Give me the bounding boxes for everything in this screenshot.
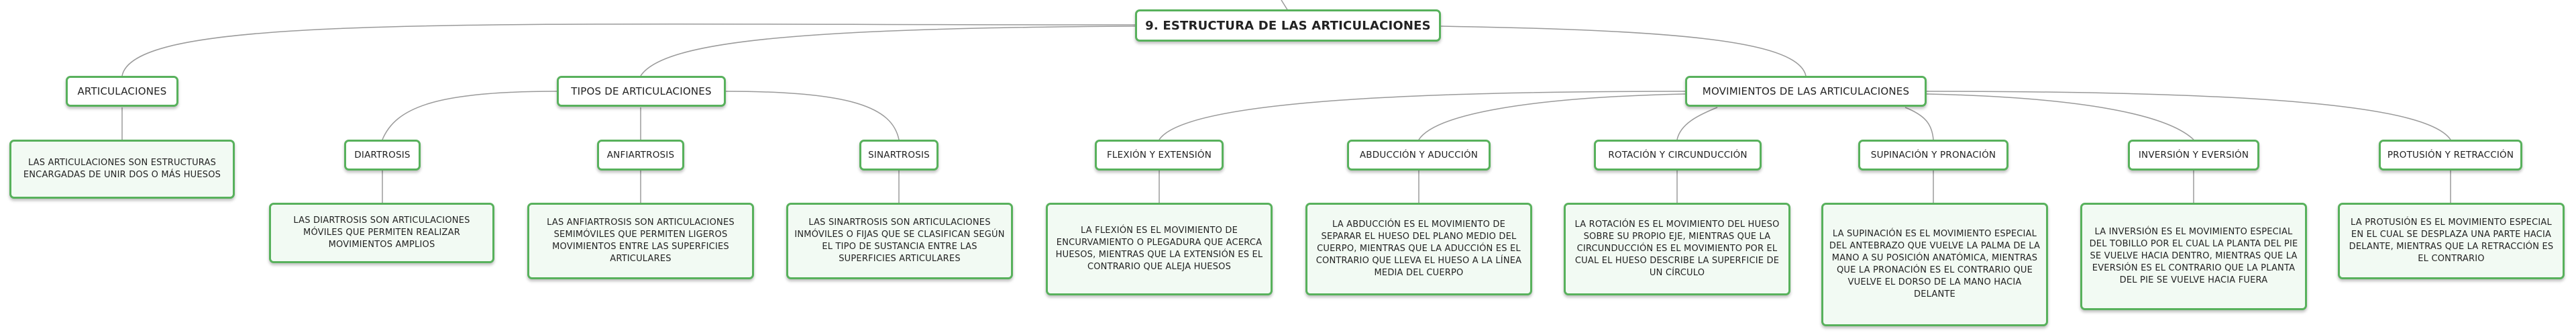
description-inversion-eversion: LA INVERSIÓN ES EL MOVIMIENTO ESPECIAL D… [2080,203,2307,310]
link-tipos-sinartrosis [725,91,900,140]
category-tipos[interactable]: TIPOS DE ARTICULACIONES [557,76,726,107]
link-root-tipos [640,26,1136,77]
link-mov-protusion [1926,91,2451,140]
description-articulaciones: LAS ARTICULACIONES SON ESTRUCTURAS ENCAR… [9,140,235,199]
description-rotacion-circunduccion: LA ROTACIÓN ES EL MOVIMIENTO DEL HUESO S… [1564,203,1790,295]
description-flexion-extension: LA FLEXIÓN ES EL MOVIMIENTO DE ENCURVAMI… [1046,203,1273,295]
link-tipos-diartrosis [382,91,557,140]
item-anfiartrosis[interactable]: ANFIARTROSIS [597,140,684,171]
category-articulaciones[interactable]: ARTICULACIONES [66,76,178,107]
item-flexion-extension[interactable]: FLEXIÓN Y EXTENSIÓN [1095,140,1224,171]
link-root-movimientos [1440,26,1807,77]
link-mov-inversion [1926,93,2194,140]
item-supinacion-pronacion[interactable]: SUPINACIÓN Y PRONACIÓN [1858,140,2008,171]
description-abduccion-aduccion: LA ABDUCCIÓN ES EL MOVIMIENTO DE SEPARAR… [1305,203,1532,295]
link-root-top [1281,0,1289,11]
item-sinartrosis[interactable]: SINARTROSIS [859,140,938,171]
item-protusion-retraccion[interactable]: PROTUSIÓN Y RETRACCIÓN [2379,140,2522,171]
item-abduccion-aduccion[interactable]: ABDUCCIÓN Y ADUCCIÓN [1347,140,1491,171]
item-inversion-eversion[interactable]: INVERSIÓN Y EVERSIÓN [2128,140,2259,171]
link-root-articulaciones [121,23,1136,77]
link-mov-abduccion [1418,93,1686,140]
description-sinartrosis: LAS SINARTROSIS SON ARTICULACIONES INMÓV… [786,203,1013,279]
description-anfiartrosis: LAS ANFIARTROSIS SON ARTICULACIONES SEMI… [527,203,754,279]
item-diartrosis[interactable]: DIARTROSIS [344,140,421,171]
description-diartrosis: LAS DIARTROSIS SON ARTICULACIONES MÓVILE… [269,203,494,263]
link-mov-flexion [1159,91,1686,140]
link-mov-rotacion [1676,107,1718,140]
category-movimientos[interactable]: MOVIMIENTOS DE LAS ARTICULACIONES [1685,76,1927,107]
description-supinacion-pronacion: LA SUPINACIÓN ES EL MOVIMIENTO ESPECIAL … [1821,203,2048,326]
description-protusion-retraccion: LA PROTUSIÓN ES EL MOVIMIENTO ESPECIAL E… [2338,203,2565,279]
link-mov-supinacion [1904,107,1934,140]
root-title[interactable]: 9. ESTRUCTURA DE LAS ARTICULACIONES [1135,9,1441,42]
item-rotacion-circunduccion[interactable]: ROTACIÓN Y CIRCUNDUCCIÓN [1594,140,1762,171]
